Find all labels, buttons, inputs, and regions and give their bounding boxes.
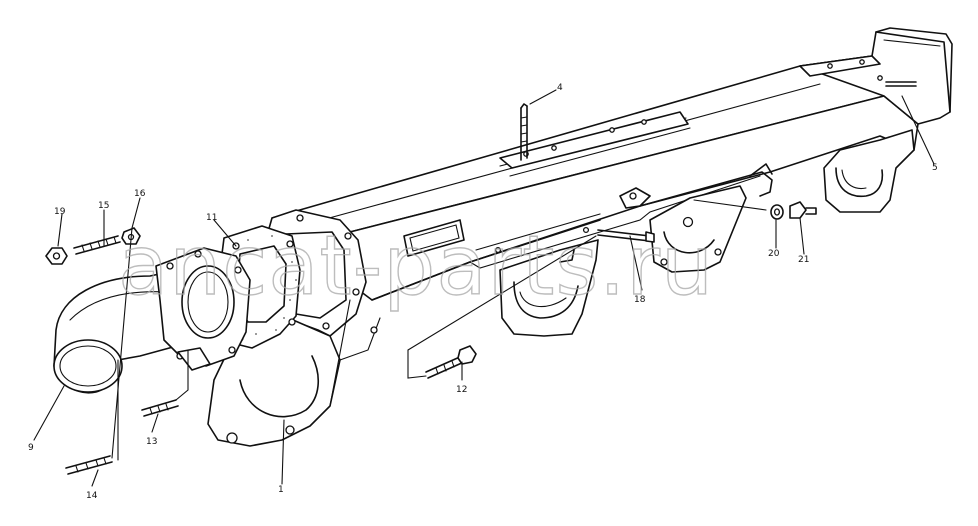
callout-20: 20: [768, 249, 780, 259]
callout-1: 1: [278, 485, 284, 495]
callout-13: 13: [146, 437, 157, 447]
exhaust-port-rear: [823, 129, 915, 213]
callout-5: 5: [932, 163, 938, 173]
sensor-21: [789, 201, 817, 219]
bolt-12: [425, 345, 477, 379]
leader-lines: [33, 89, 935, 487]
callout-9: 9: [28, 443, 34, 453]
exhaust-port-front: [499, 239, 599, 337]
callout-4: 4: [557, 83, 563, 93]
stud-15: [73, 235, 121, 255]
callout-16: 16: [134, 189, 146, 199]
callout-15: 15: [98, 201, 109, 211]
callout-labels: 4 5 1 9 11 12 13 14 15 16 18 19 20 21: [28, 83, 938, 501]
nut-19: [45, 247, 68, 265]
callout-11: 11: [206, 213, 217, 223]
watermark-text: ancat-parts.ru: [118, 219, 714, 314]
stud-14: [65, 455, 113, 475]
exhaust-port-mid: [649, 185, 747, 273]
callout-18: 18: [634, 295, 646, 305]
callout-12: 12: [456, 385, 467, 395]
stud-18: [597, 229, 655, 243]
callout-19: 19: [54, 207, 66, 217]
side-bracket: [619, 163, 773, 209]
callout-21: 21: [798, 255, 809, 265]
end-flange-right: [799, 27, 953, 125]
elbow-flange: [155, 247, 251, 371]
washer-20: [770, 204, 784, 220]
stud-13: [141, 399, 179, 417]
callout-14: 14: [86, 491, 98, 501]
